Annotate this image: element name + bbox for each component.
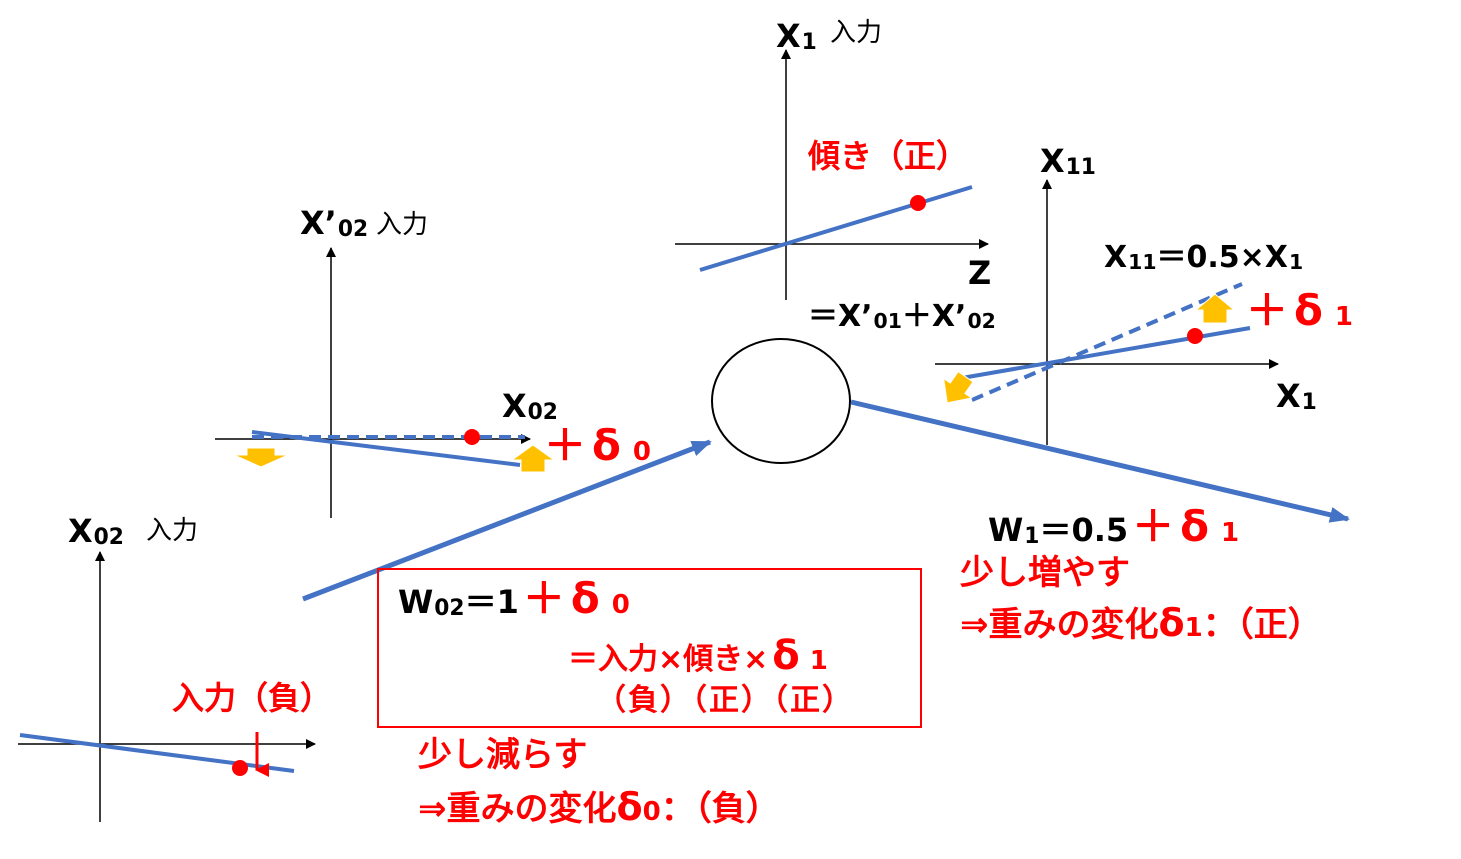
bottom-graph-line [19, 733, 295, 773]
mid-graph-line [251, 430, 521, 467]
weight-w02-decrease-note: 少し減らす [418, 735, 588, 775]
right-graph-dashed-line [971, 282, 1243, 402]
top-graph-y-note: 入力 [830, 18, 883, 48]
z-definition: ＝X’01＋X’02 [808, 299, 996, 334]
block-up-arrow-icon [510, 444, 556, 473]
block-down-arrow-icon [942, 370, 974, 404]
weight-w1-change-note: ⇒重みの変化δ1：（正） [960, 601, 1322, 645]
bottom-graph-input-note: 入力（負） [172, 679, 333, 717]
top-graph [675, 49, 989, 300]
top-graph-line [699, 185, 973, 272]
bottom-graph-y-label: X02 [68, 512, 124, 551]
right-graph [935, 179, 1279, 445]
mid-graph-point [464, 429, 480, 445]
right-graph-line [961, 326, 1251, 380]
right-graph-equation: X11＝0.5×X1 [1104, 240, 1304, 275]
mid-graph-y-label: X’02 [300, 204, 369, 243]
block-down-arrow-icon [233, 447, 289, 468]
mid-graph [215, 247, 556, 518]
weight-w02-formula-box [377, 568, 922, 728]
top-graph-y-label: X1 [776, 17, 817, 56]
right-graph-y-label: X11 [1040, 142, 1096, 181]
block-up-arrow-icon [1194, 293, 1236, 324]
bottom-graph [18, 551, 316, 822]
top-graph-point [910, 195, 926, 211]
mid-graph-x-label: X02 [502, 387, 558, 426]
right-graph-x-label: X1 [1276, 377, 1317, 416]
weight-w02-change-note: ⇒重みの変化δ0：（負） [418, 785, 780, 829]
right-graph-point [1187, 328, 1203, 344]
weight-w1-increase-note: 少し増やす [960, 553, 1130, 593]
weight-w02-arrow [302, 439, 712, 602]
bottom-graph-point [232, 760, 248, 776]
neuron-node [711, 338, 851, 464]
bottom-graph-y-note: 入力 [146, 516, 199, 546]
top-graph-slope-label: 傾き（正） [808, 137, 969, 175]
mid-graph-y-note: 入力 [376, 210, 429, 240]
weight-w1-arrow [850, 399, 1350, 523]
top-graph-x-label: Z [968, 254, 992, 292]
weight-w02-signs: （負）（正）（正） [596, 683, 854, 718]
